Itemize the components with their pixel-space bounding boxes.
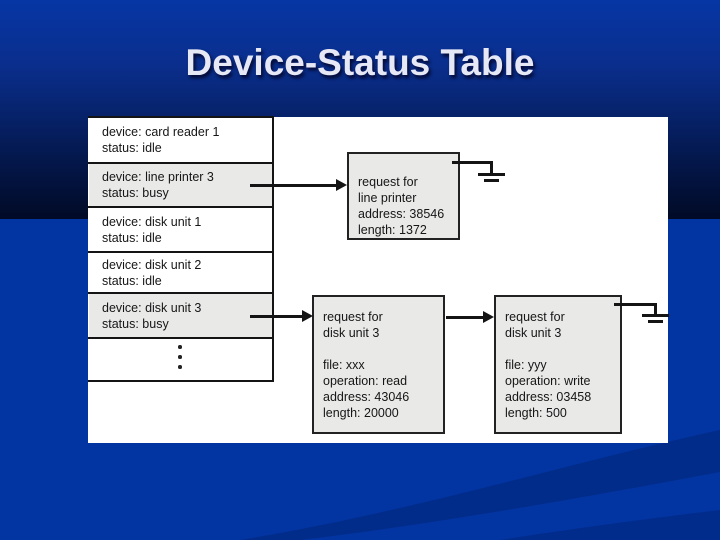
bottom-swoosh-decoration bbox=[240, 430, 720, 540]
record-line bbox=[505, 341, 620, 357]
pointer-line-printer-row-to-box bbox=[250, 184, 338, 187]
record-line: line printer bbox=[358, 191, 417, 205]
record-line: request for bbox=[358, 175, 418, 189]
device-label: device: line printer 3 bbox=[102, 170, 214, 184]
arrowhead-icon bbox=[336, 179, 347, 191]
ground-symbol-icon bbox=[648, 320, 663, 323]
status-label: status: busy bbox=[102, 186, 169, 200]
null-pointer-line bbox=[490, 161, 493, 174]
device-row-card-reader-1: device: card reader 1 status: idle bbox=[89, 117, 272, 162]
record-line: length: 20000 bbox=[323, 406, 399, 420]
record-line bbox=[323, 341, 443, 357]
device-row-disk-unit-2: device: disk unit 2 status: idle bbox=[89, 253, 272, 292]
null-pointer-line bbox=[452, 161, 493, 164]
record-line: operation: write bbox=[505, 374, 591, 388]
arrowhead-icon bbox=[302, 310, 313, 322]
null-pointer-line bbox=[654, 303, 657, 315]
device-row-line-printer-3: device: line printer 3 status: busy bbox=[89, 164, 272, 206]
slide-title: Device-Status Table bbox=[185, 42, 535, 83]
device-label: device: disk unit 1 bbox=[102, 214, 202, 229]
device-row-disk-unit-3: device: disk unit 3 status: busy bbox=[89, 294, 272, 337]
status-label: status: idle bbox=[102, 140, 162, 155]
device-row-disk-unit-1: device: disk unit 1 status: idle bbox=[89, 208, 272, 251]
pointer-disk-row-to-box bbox=[250, 315, 304, 318]
device-label: device: card reader 1 bbox=[102, 124, 220, 139]
record-line: address: 38546 bbox=[358, 207, 445, 221]
device-label: device: disk unit 2 bbox=[102, 257, 202, 272]
ground-symbol-icon bbox=[484, 179, 499, 182]
status-label: status: idle bbox=[102, 230, 162, 245]
table-row-separator bbox=[88, 292, 274, 294]
table-row-separator bbox=[88, 337, 274, 339]
record-line: file: yyy bbox=[505, 358, 547, 372]
record-line: request for bbox=[323, 310, 383, 324]
record-line: length: 1372 bbox=[358, 223, 427, 237]
record-line: address: 03458 bbox=[505, 390, 592, 404]
request-box-disk-unit-3-write: request for disk unit 3 file: yyy operat… bbox=[494, 295, 622, 434]
ellipsis-dot bbox=[178, 345, 182, 349]
table-row-separator bbox=[88, 162, 274, 164]
table-row-separator bbox=[88, 206, 274, 208]
arrowhead-icon bbox=[483, 311, 494, 323]
ellipsis-dot bbox=[178, 365, 182, 369]
request-box-line-printer: request for line printer address: 38546 … bbox=[347, 152, 460, 240]
status-label: status: busy bbox=[102, 316, 169, 331]
status-label: status: idle bbox=[102, 273, 162, 288]
ground-symbol-icon bbox=[478, 173, 505, 176]
record-line: address: 43046 bbox=[323, 390, 410, 404]
ellipsis-dot bbox=[178, 355, 182, 359]
table-border-right bbox=[272, 116, 274, 382]
device-label: device: disk unit 3 bbox=[102, 300, 202, 315]
request-box-disk-unit-3-read: request for disk unit 3 file: xxx operat… bbox=[312, 295, 445, 434]
record-line: disk unit 3 bbox=[505, 326, 562, 340]
record-line: operation: read bbox=[323, 374, 408, 388]
table-row-separator bbox=[88, 251, 274, 253]
record-line: request for bbox=[505, 310, 565, 324]
record-line: length: 500 bbox=[505, 406, 567, 420]
record-line: disk unit 3 bbox=[323, 326, 380, 340]
table-border-bottom bbox=[88, 380, 274, 382]
table-border-top bbox=[88, 116, 274, 118]
record-line: file: xxx bbox=[323, 358, 365, 372]
ground-symbol-icon bbox=[642, 314, 669, 317]
pointer-box-to-next-box bbox=[446, 316, 485, 319]
null-pointer-line bbox=[614, 303, 657, 306]
